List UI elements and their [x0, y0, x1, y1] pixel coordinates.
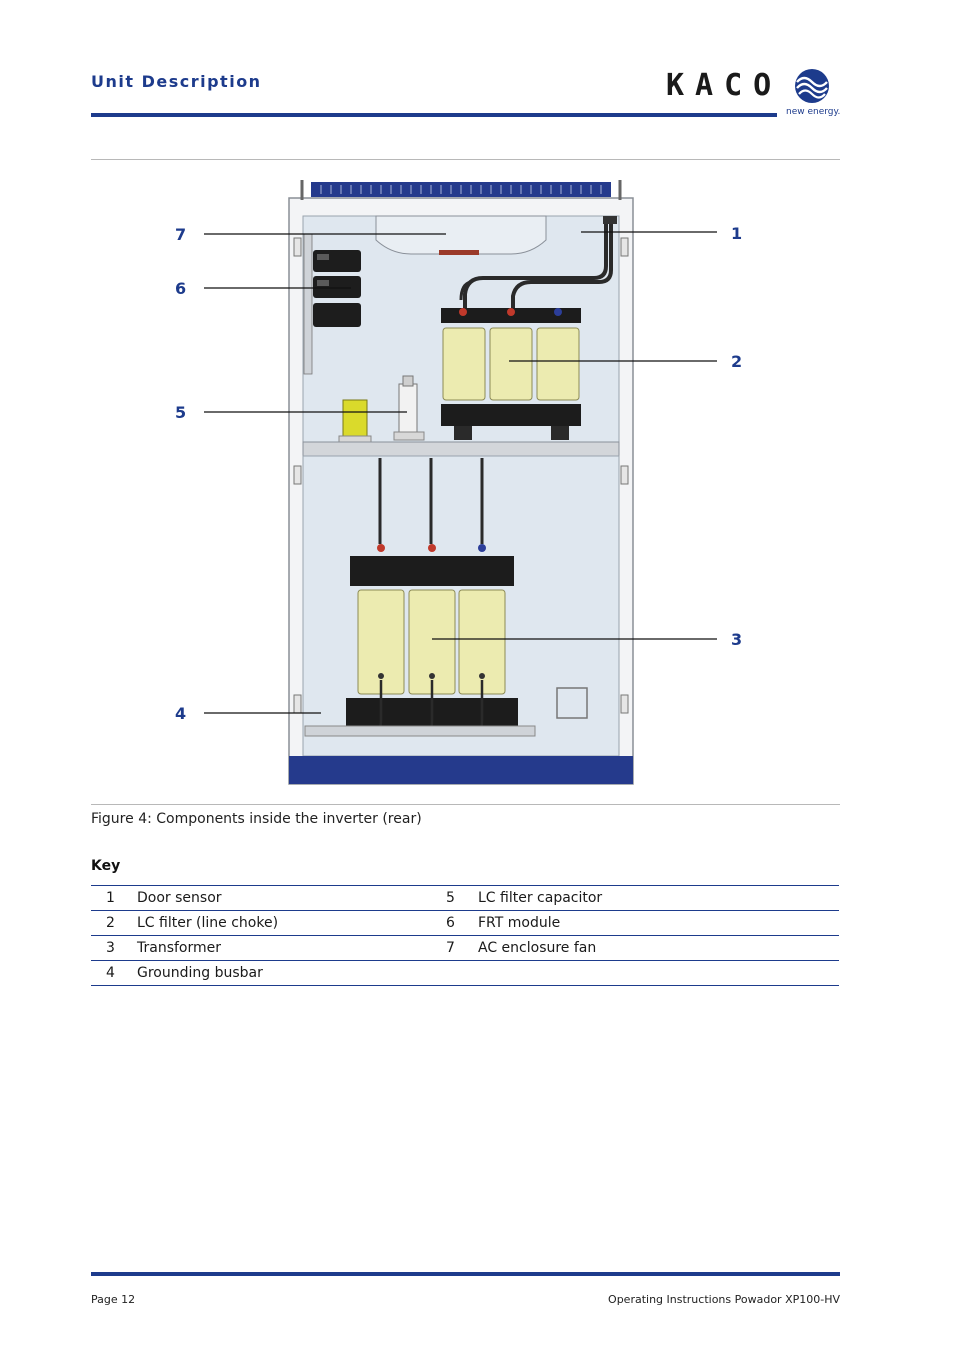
logo-wordmark: KACO	[666, 68, 783, 103]
fan-housing	[375, 215, 547, 255]
kaco-logo: KACO new energy.	[664, 66, 844, 122]
figure-top-rule	[91, 159, 840, 160]
key-heading: Key	[91, 858, 121, 874]
key-label: FRT module	[478, 915, 561, 931]
key-number: 2	[106, 915, 115, 931]
figure-bottom-rule	[91, 804, 840, 805]
callout-1: 1	[731, 224, 742, 243]
page-number: Page 12	[91, 1293, 136, 1306]
key-row: 4 Grounding busbar	[91, 961, 839, 986]
callout-3: 3	[731, 630, 742, 649]
document-title: Operating Instructions Powador XP100-HV	[608, 1293, 840, 1306]
key-number: 6	[446, 915, 455, 931]
callout-4: 4	[175, 704, 186, 723]
wave-logo-icon	[795, 69, 829, 103]
key-table: 1 Door sensor 5 LC filter capacitor 2 LC…	[91, 885, 839, 986]
callout-2: 2	[731, 352, 742, 371]
key-number: 7	[446, 940, 455, 956]
cabinet-base	[289, 756, 633, 784]
yellow-coil	[338, 399, 372, 443]
door-sensor	[603, 216, 617, 224]
header-rule	[91, 113, 777, 117]
key-label: AC enclosure fan	[478, 940, 597, 956]
lc-filter-choke	[441, 308, 581, 440]
logo-tagline: new energy.	[786, 107, 841, 117]
key-label: LC filter (line choke)	[137, 915, 279, 931]
key-label: LC filter capacitor	[478, 890, 603, 906]
key-label: Grounding busbar	[137, 965, 263, 981]
callout-7: 7	[175, 225, 186, 244]
key-number: 4	[106, 965, 115, 981]
transformer	[346, 556, 518, 736]
key-row: 1 Door sensor 5 LC filter capacitor	[91, 886, 839, 911]
section-title: Unit Description	[91, 72, 262, 91]
key-label: Door sensor	[137, 890, 222, 906]
lc-filter-capacitor	[393, 375, 425, 441]
grounding-busbar	[304, 725, 536, 737]
frt-module	[313, 250, 361, 327]
figure-caption: Figure 4: Components inside the inverter…	[91, 811, 422, 827]
callout-6: 6	[175, 279, 186, 298]
key-row: 2 LC filter (line choke) 6 FRT module	[91, 911, 839, 936]
key-number: 3	[106, 940, 115, 956]
key-number: 1	[106, 890, 115, 906]
key-row: 3 Transformer 7 AC enclosure fan	[91, 936, 839, 961]
callout-5: 5	[175, 403, 186, 422]
inverter-components-figure: 7 6 5 4 1 2 3	[175, 180, 742, 785]
key-label: Transformer	[137, 940, 222, 956]
footer-rule	[91, 1272, 840, 1276]
key-number: 5	[446, 890, 455, 906]
